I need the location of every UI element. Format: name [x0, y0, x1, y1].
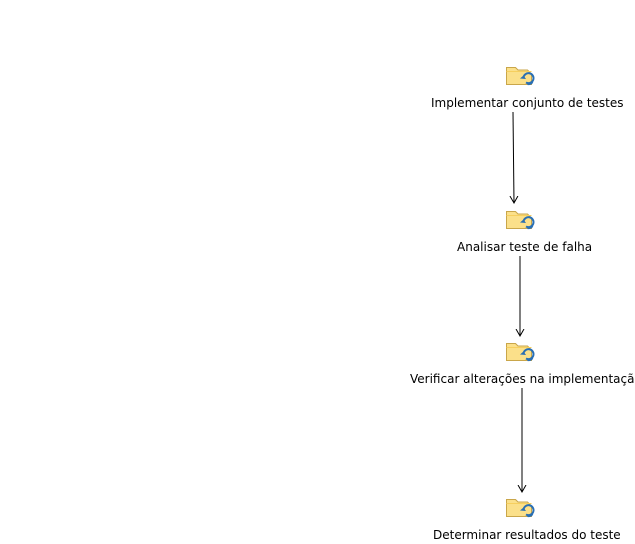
connector-implementar-to-analisar	[513, 111, 514, 203]
task-activity-icon	[506, 67, 535, 86]
task-activity-icon	[506, 343, 535, 362]
activity-label: Determinar resultados do teste	[433, 528, 621, 542]
task-activity-icon	[506, 499, 535, 518]
activity-label: Implementar conjunto de testes	[431, 96, 624, 110]
task-activity-icon	[506, 211, 535, 230]
activity-label: Analisar teste de falha	[457, 240, 593, 254]
activity-label: Verificar alterações na implementação	[410, 372, 635, 386]
